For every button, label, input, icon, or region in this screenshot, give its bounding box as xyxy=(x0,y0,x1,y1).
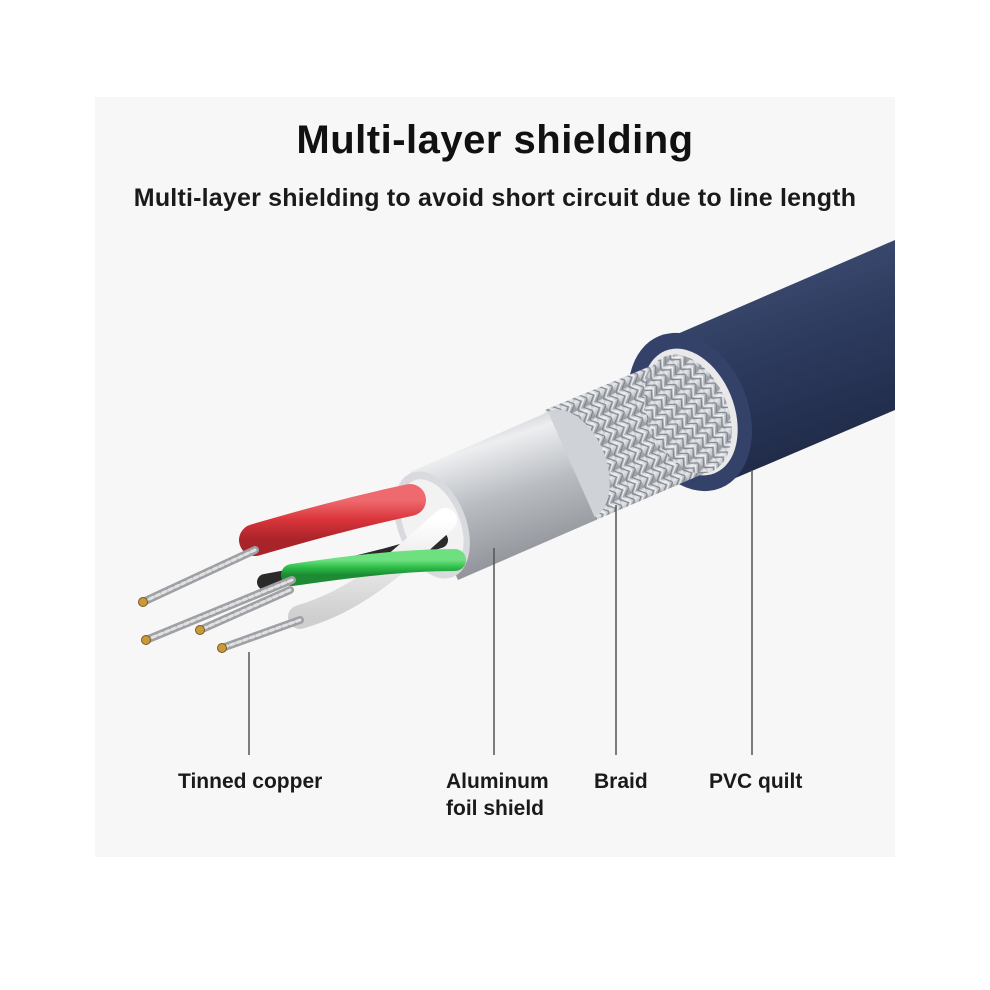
wire-green xyxy=(281,549,466,586)
tinned-copper-strands xyxy=(139,546,304,652)
copper-tips xyxy=(138,597,227,653)
label-braid: Braid xyxy=(594,770,648,793)
label-pvc-quilt: PVC quilt xyxy=(709,770,803,793)
wire-red xyxy=(239,484,426,556)
wire-white xyxy=(288,508,457,629)
page-title: Multi-layer shielding xyxy=(296,118,694,162)
page-subtitle: Multi-layer shielding to avoid short cir… xyxy=(133,184,857,212)
label-tinned-copper: Tinned copper xyxy=(178,770,323,793)
label-aluminum-line2: foil shield xyxy=(446,797,545,820)
leader-lines xyxy=(248,470,753,755)
label-aluminum-foil-shield: Aluminum foil shield xyxy=(446,768,549,822)
label-aluminum-line1: Aluminum xyxy=(446,770,549,793)
